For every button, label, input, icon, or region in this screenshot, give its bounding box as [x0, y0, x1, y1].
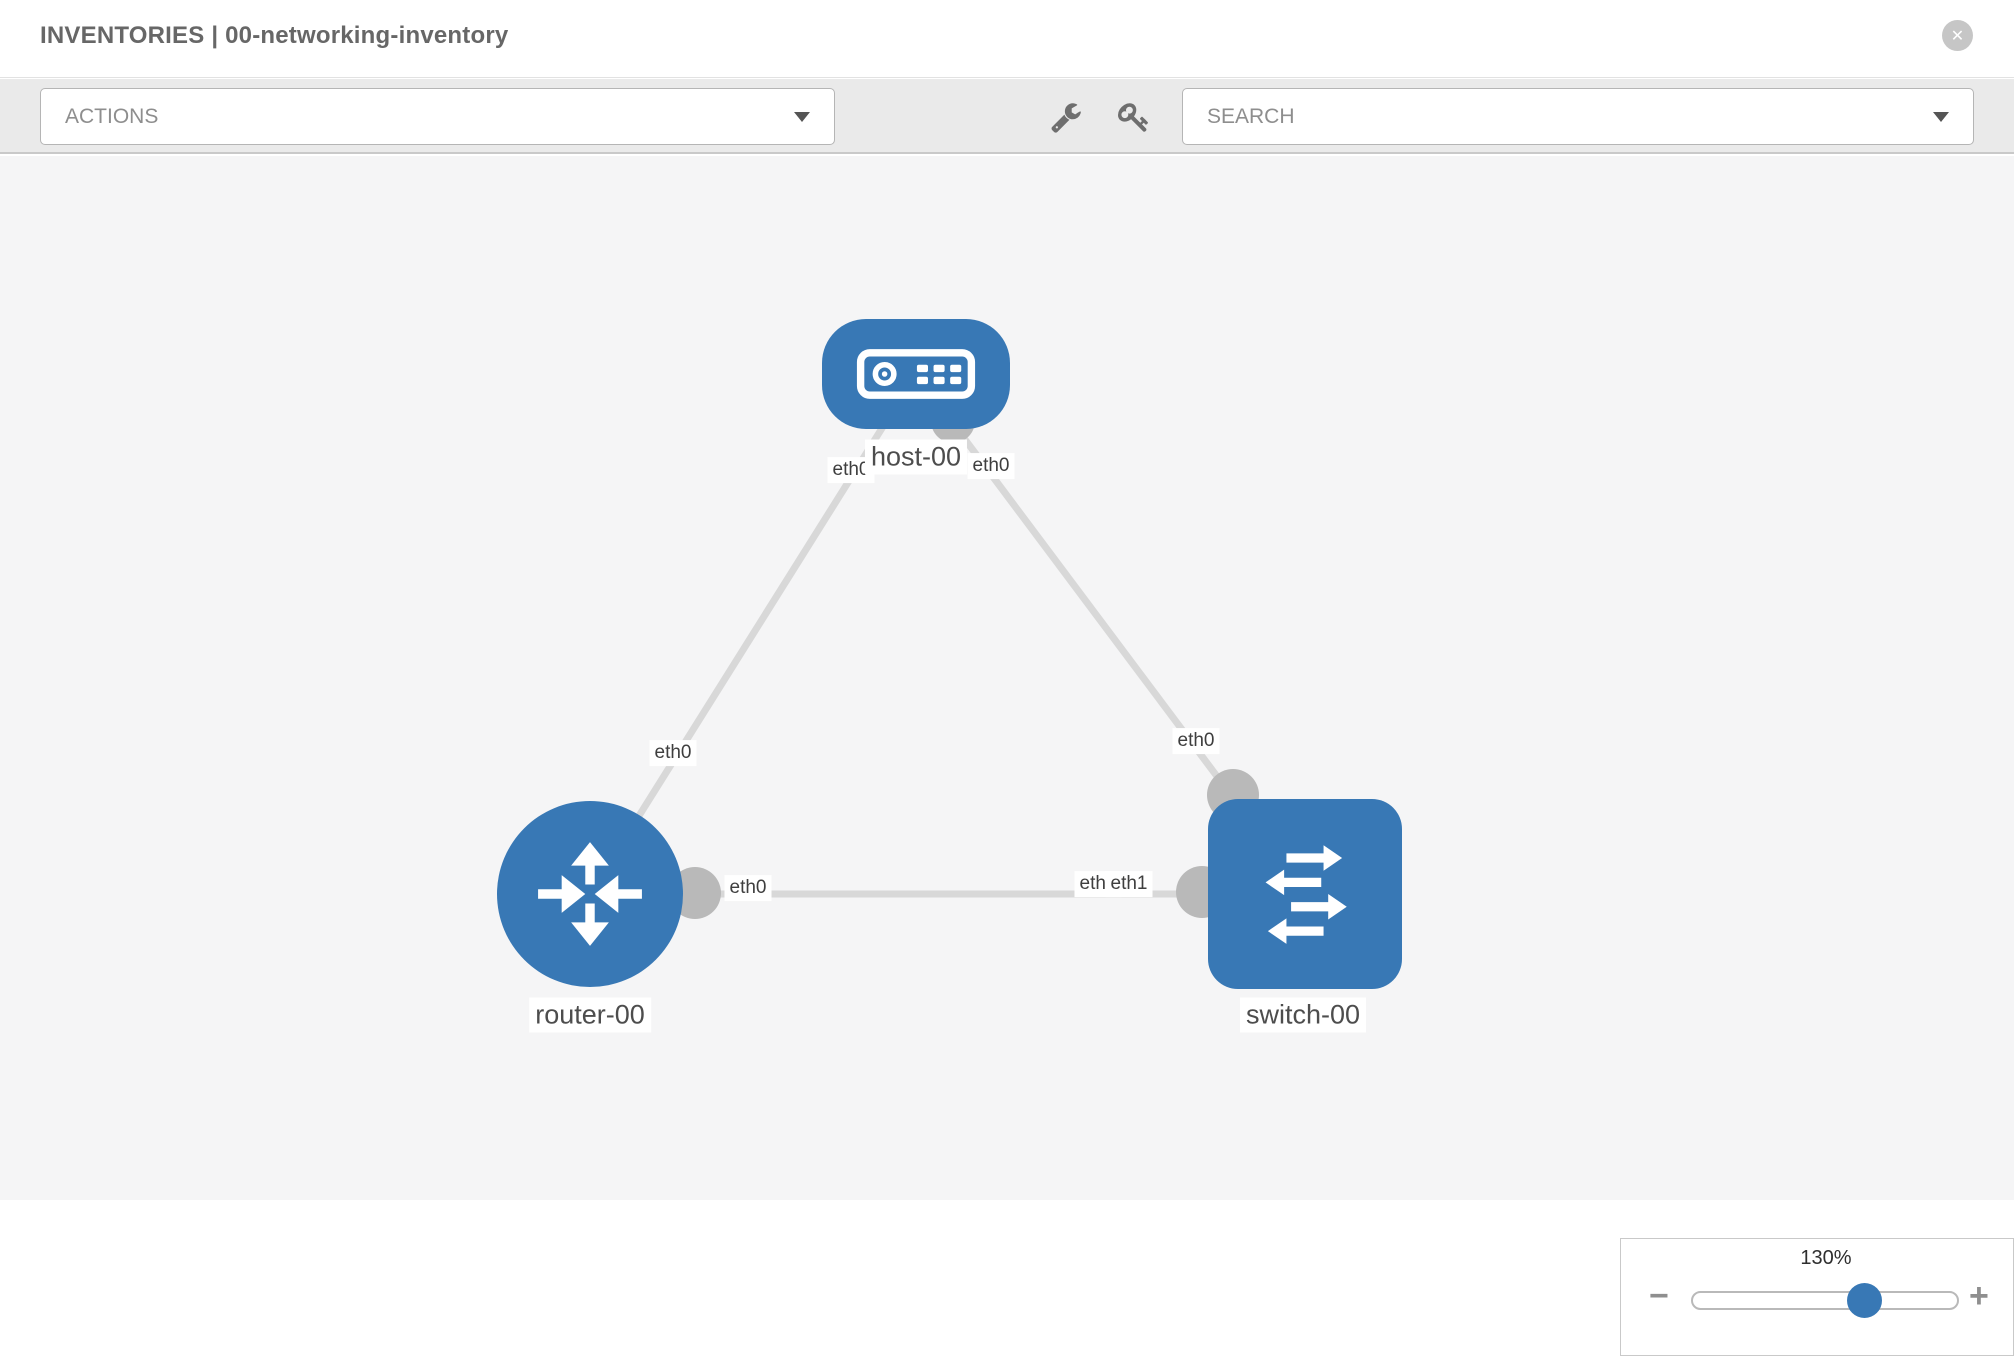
eth-label-host-right: eth0	[967, 453, 1015, 479]
eth-label-router-host: eth0	[649, 740, 697, 766]
wrench-icon	[1051, 103, 1081, 133]
search-dropdown-label: SEARCH	[1207, 104, 1295, 128]
node-label-router: router-00	[529, 997, 651, 1033]
host-icon	[856, 349, 976, 399]
zoom-in-button[interactable]: +	[1969, 1277, 1989, 1315]
close-icon: ✕	[1950, 27, 1965, 45]
page-header: INVENTORIES | 00-networking-inventory ✕	[0, 0, 2014, 78]
chevron-down-icon	[1933, 111, 1949, 122]
page-title: INVENTORIES | 00-networking-inventory	[40, 22, 509, 49]
router-icon	[538, 842, 642, 946]
node-host-00[interactable]	[822, 319, 1010, 429]
eth-label-switch-host: eth0	[1172, 728, 1220, 754]
topology-canvas[interactable]: host-00 router-00 switch-00 eth0 eth0 et…	[0, 156, 2014, 1356]
key-icon	[1118, 103, 1149, 132]
wrench-button[interactable]	[1050, 101, 1082, 133]
close-button[interactable]: ✕	[1942, 20, 1973, 51]
eth-label-router-switch-right: eth1	[1105, 871, 1153, 897]
zoom-slider-thumb[interactable]	[1847, 1283, 1882, 1318]
toolbar: ACTIONS SEARCH	[0, 79, 2014, 154]
zoom-panel: 130% − +	[1620, 1238, 2014, 1356]
actions-dropdown[interactable]: ACTIONS	[40, 88, 835, 145]
node-label-host: host-00	[864, 439, 968, 475]
eth-label-router-switch-left: eth0	[724, 875, 772, 901]
node-switch-00[interactable]	[1208, 799, 1402, 989]
search-dropdown[interactable]: SEARCH	[1182, 88, 1974, 145]
chevron-down-icon	[794, 111, 810, 122]
zoom-out-button[interactable]: −	[1649, 1277, 1669, 1315]
node-label-switch: switch-00	[1239, 997, 1367, 1033]
switch-icon	[1265, 845, 1347, 944]
zoom-value: 130%	[1800, 1247, 1852, 1269]
actions-dropdown-label: ACTIONS	[65, 104, 159, 128]
zoom-slider-track[interactable]	[1691, 1291, 1959, 1310]
topology-links-layer	[587, 371, 1308, 919]
node-router-00[interactable]	[497, 801, 683, 987]
key-button[interactable]	[1118, 101, 1150, 133]
